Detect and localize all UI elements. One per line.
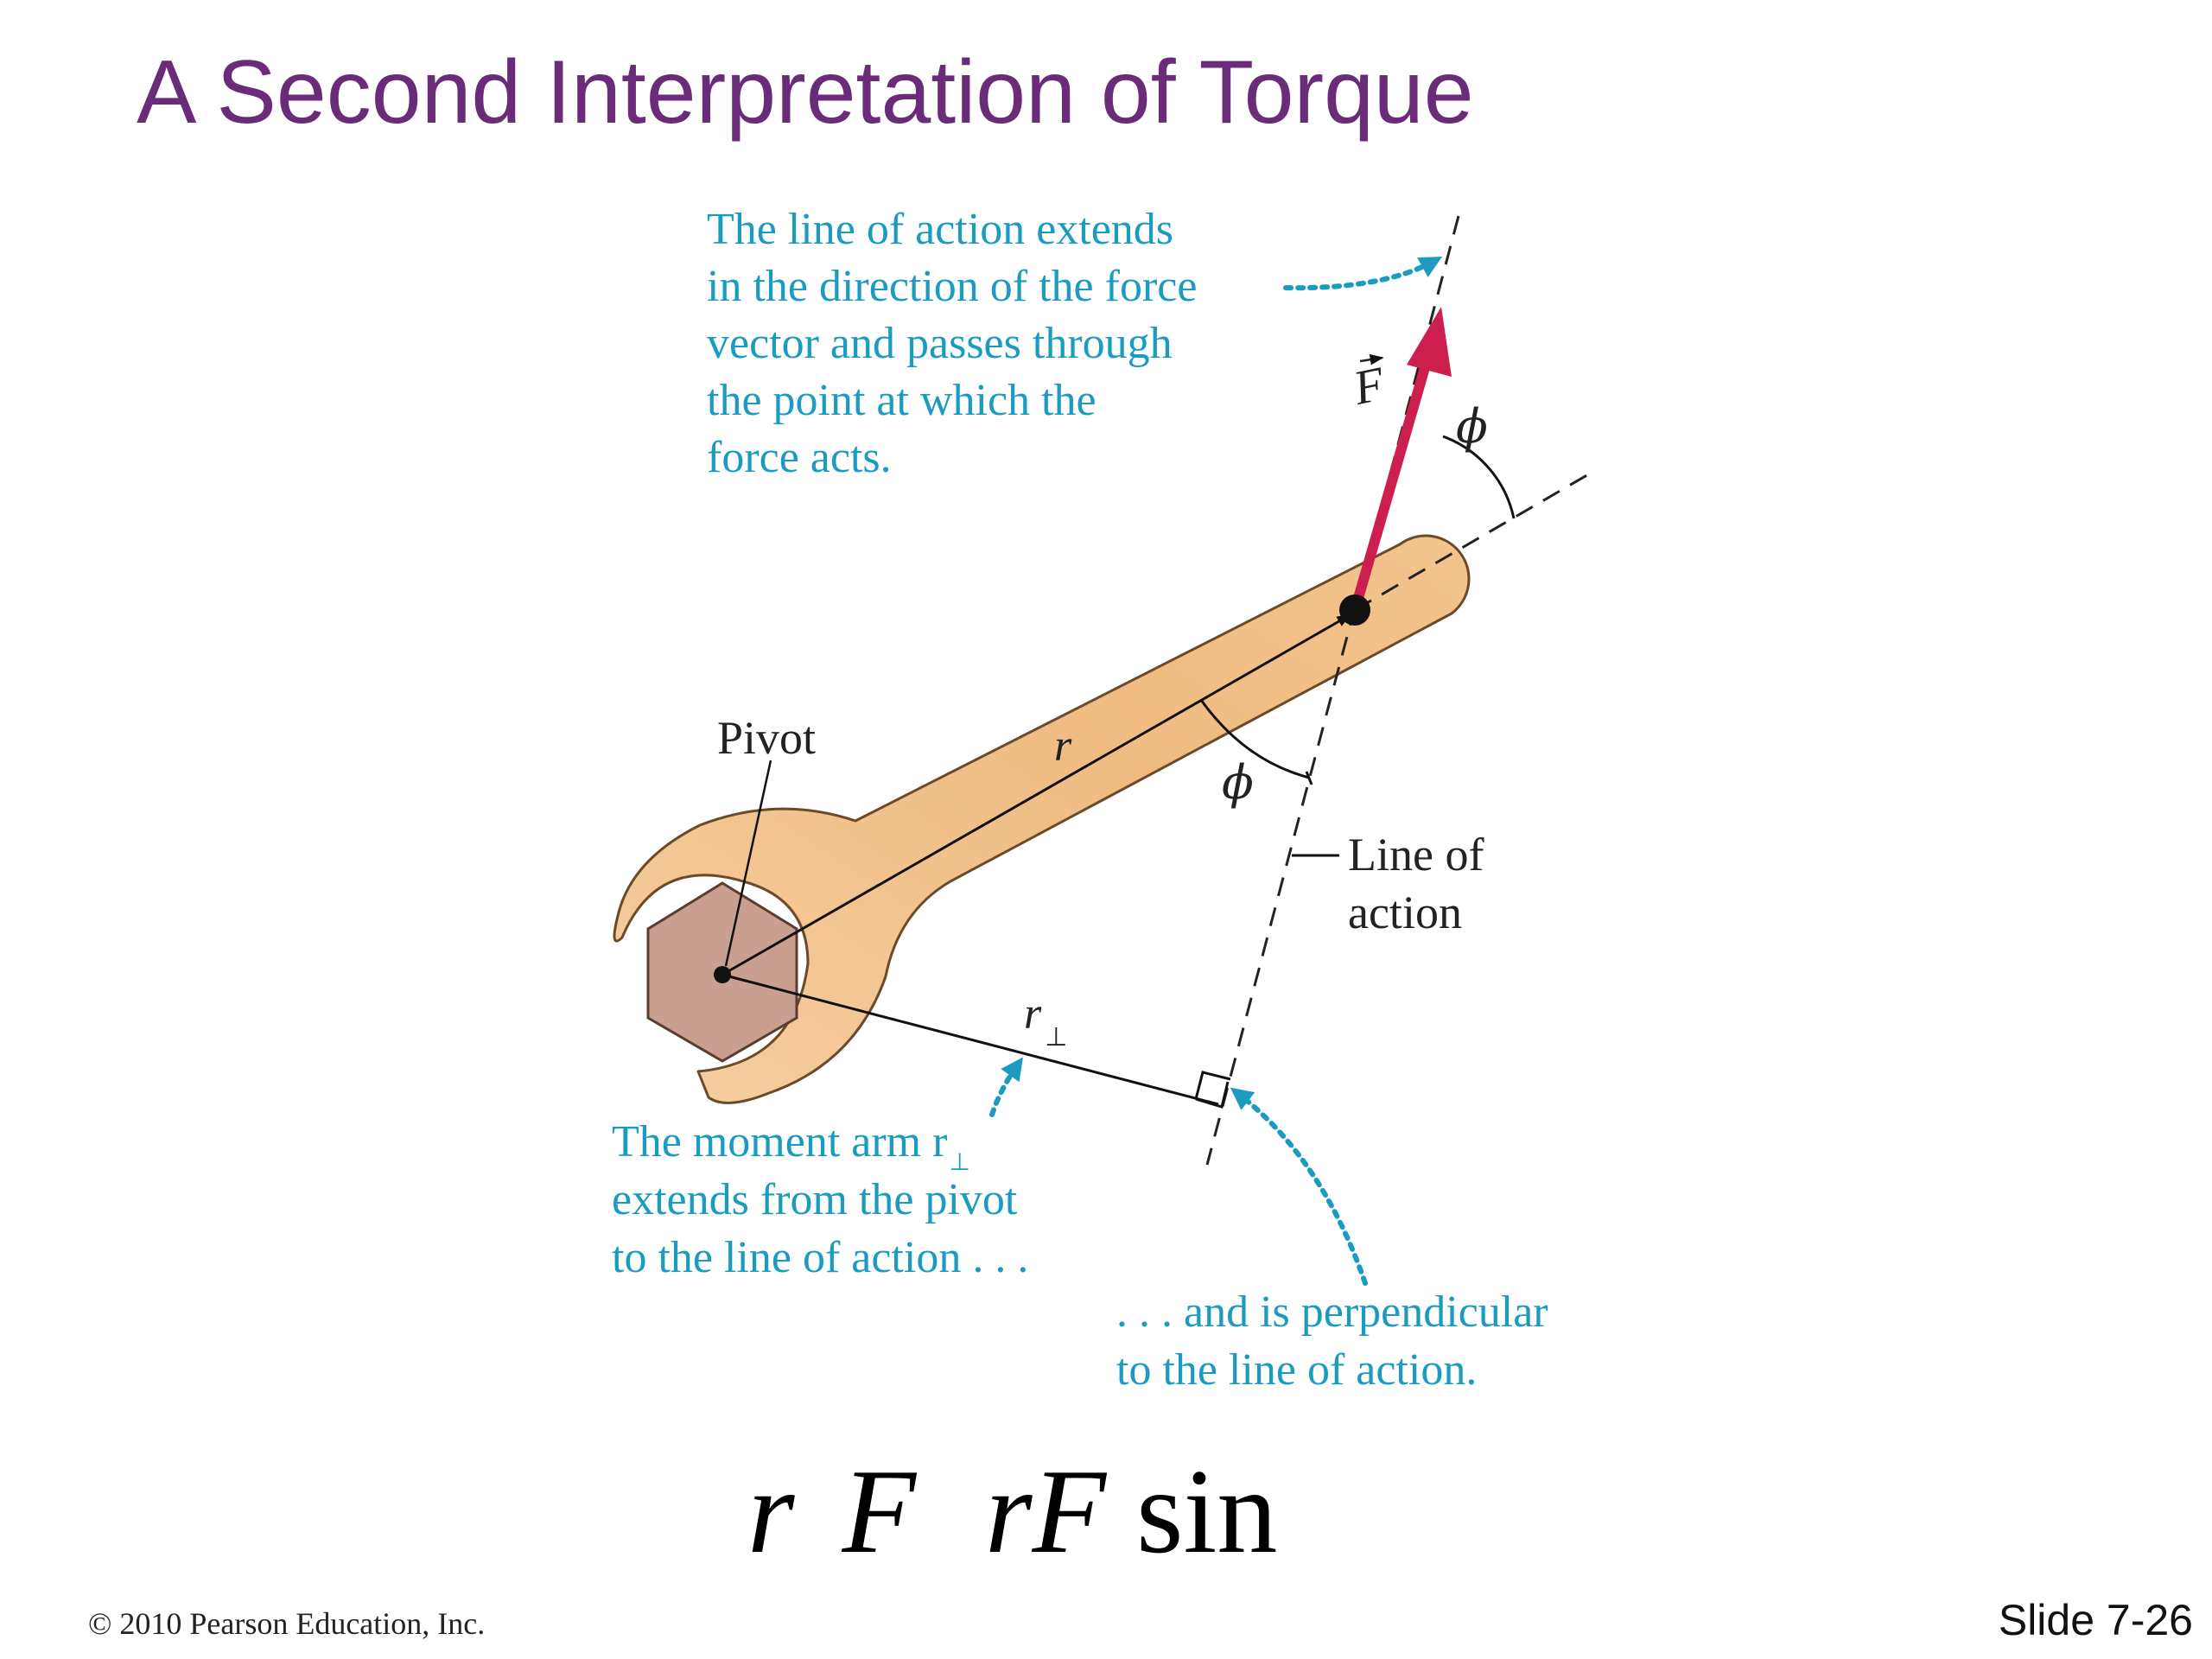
formula-sin: sin (1136, 1445, 1278, 1579)
r-perp-letter: r (1024, 989, 1042, 1039)
force-label: F (1348, 357, 1389, 416)
r-vector (721, 613, 1351, 976)
slide-number: Slide 7-26 (1998, 1596, 2193, 1644)
copyright-notice: © 2010 Pearson Education, Inc. (88, 1606, 486, 1641)
pivot-leader (724, 760, 772, 967)
callout-moment-line: extends from the pivot (612, 1175, 1018, 1224)
callout-top-line: in the direction of the force (707, 262, 1197, 311)
callout-perp-line: to the line of action. (1116, 1345, 1477, 1395)
torque-formula: r F rF sin (670, 1443, 1551, 1581)
r-perp-subscript: ⊥ (1045, 1022, 1067, 1052)
wrench-shape (613, 534, 1471, 1104)
phi-arc-lower-tick (1305, 771, 1313, 785)
formula-F: F (842, 1445, 917, 1579)
callout-arrow-perp (1230, 1087, 1368, 1286)
callout-arrow-top (1283, 256, 1443, 291)
callout-arrow-moment (989, 1057, 1024, 1117)
r-extension-line (1354, 472, 1591, 612)
phi-arc-lower (1199, 699, 1310, 779)
callout-top-line: vector and passes through (707, 319, 1173, 368)
phi-label-lower: ϕ (1222, 755, 1254, 810)
line-of-action (1205, 215, 1460, 1166)
slide-title: A Second Interpretation of Torque (137, 42, 1474, 143)
line-of-action-label: action (1348, 887, 1462, 938)
right-angle-marker-lower (1195, 1081, 1230, 1109)
line-of-action-label: Line of (1348, 829, 1484, 880)
pivot-label: Pivot (717, 712, 816, 764)
callout-top-line: force acts. (707, 433, 892, 482)
force-label-vector-arrow (1359, 353, 1384, 365)
callout-top-line: The line of action extends (707, 205, 1173, 254)
callout-moment-line: to the line of action . . . (612, 1233, 1028, 1282)
right-angle-marker (1194, 1071, 1231, 1100)
formula-rF: rF (985, 1445, 1107, 1579)
force-arrowhead (1407, 307, 1452, 377)
callout-perp: . . . and is perpendicular to the line o… (1116, 1287, 1548, 1395)
callout-top: The line of action extends in the direct… (707, 205, 1197, 482)
phi-arc-upper (1442, 435, 1516, 519)
callout-moment: The moment arm r⊥ extends from the pivot… (612, 1117, 1028, 1282)
r-label: r (1054, 721, 1072, 771)
formula-r: r (747, 1445, 795, 1579)
callout-moment-line: The moment arm r⊥ (612, 1117, 970, 1176)
force-vector (1350, 357, 1433, 612)
callout-moment-text: The moment arm r (612, 1117, 947, 1166)
callout-moment-subscript: ⊥ (949, 1147, 969, 1176)
force-application-point (1339, 594, 1370, 626)
callout-top-line: the point at which the (707, 376, 1096, 425)
pivot-point (714, 966, 731, 983)
moment-arm-line (721, 973, 1219, 1106)
r-perp-label: r⊥ (1024, 989, 1067, 1052)
phi-label-upper: ϕ (1456, 399, 1488, 454)
callout-perp-line: . . . and is perpendicular (1116, 1287, 1548, 1337)
